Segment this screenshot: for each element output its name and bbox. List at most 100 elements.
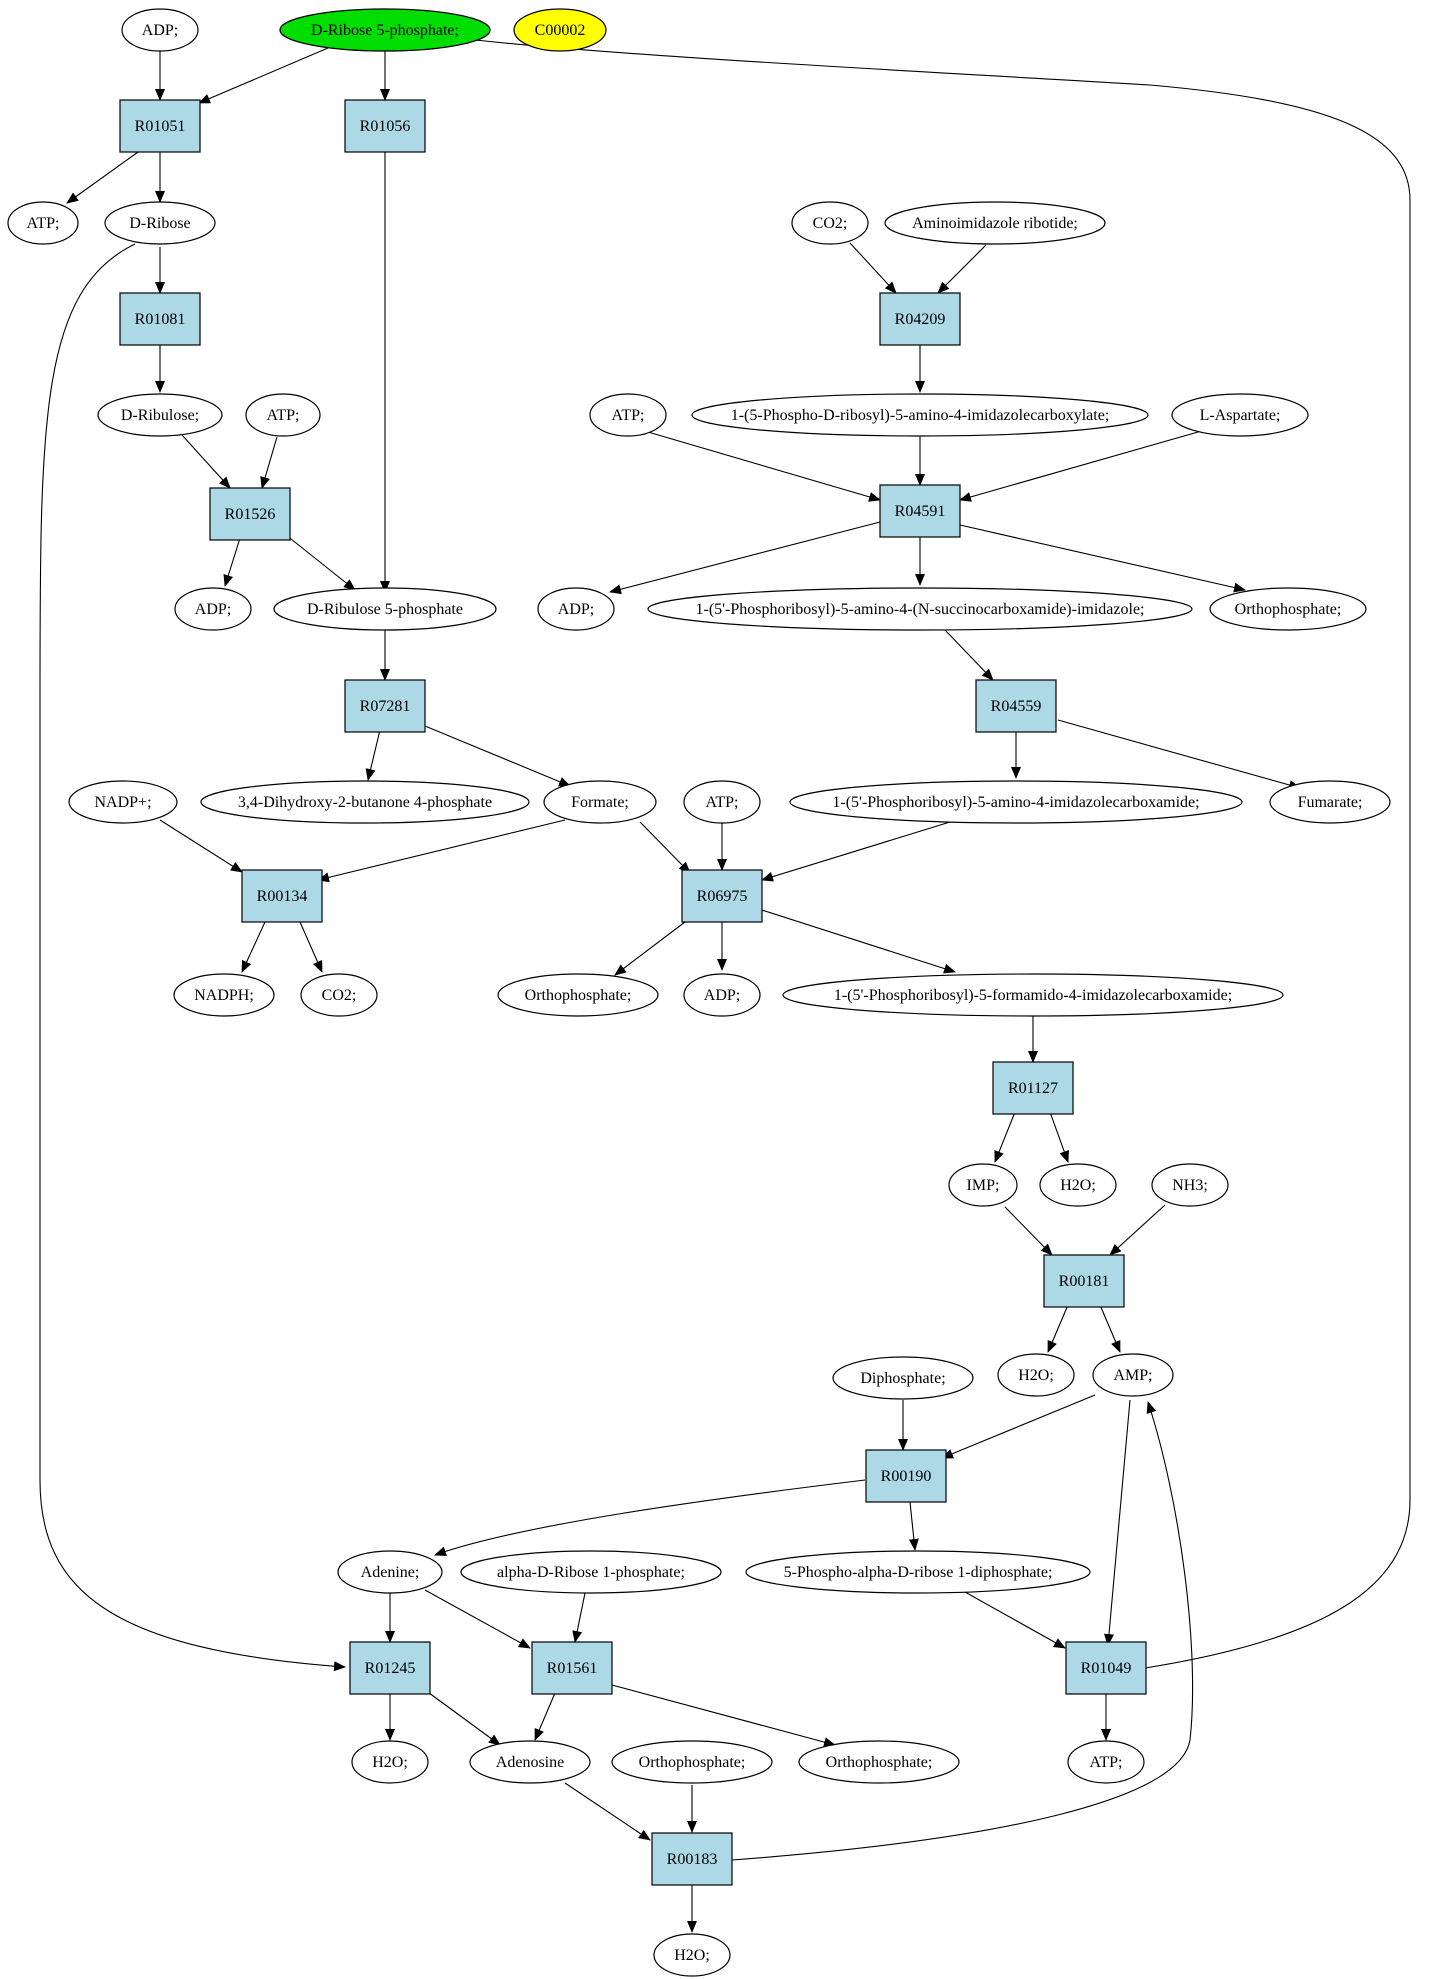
node-label: R07281 xyxy=(360,698,411,715)
node-label: AMP; xyxy=(1113,1367,1152,1384)
node-label: H2O; xyxy=(1060,1177,1096,1194)
node-label: R00181 xyxy=(1059,1273,1110,1290)
edge-air-r04209 xyxy=(937,244,987,294)
node-label: 1-(5'-Phosphoribosyl)-5-amino-4-imidazol… xyxy=(832,794,1199,811)
node-label: H2O; xyxy=(674,1947,710,1964)
edge-dribose-r01245 xyxy=(39,243,346,1672)
edge-r01526-ribulose5p xyxy=(285,534,356,591)
reaction-r01127: R01127 xyxy=(992,1061,1074,1115)
edge-r04559-fumarate xyxy=(1057,719,1301,790)
edge-co2-r04209 xyxy=(849,242,897,294)
node-adp-4: ADP; xyxy=(683,973,761,1017)
reaction-r00134: R00134 xyxy=(241,869,323,923)
node-adp-top: ADP; xyxy=(121,8,199,52)
node-atp-3: ATP; xyxy=(589,393,667,437)
node-h2o-2: H2O; xyxy=(997,1353,1075,1397)
node-label: ADP; xyxy=(142,22,178,39)
node-label: Adenosine xyxy=(496,1754,564,1771)
node-nh3: NH3; xyxy=(1151,1163,1229,1207)
reaction-r07281: R07281 xyxy=(344,679,426,733)
node-label: 1-(5'-Phosphoribosyl)-5-formamido-4-imid… xyxy=(834,987,1232,1004)
node-label: ATP; xyxy=(27,215,60,232)
reaction-r00183: R00183 xyxy=(651,1832,733,1886)
edge-aspartate-r04591 xyxy=(959,429,1206,502)
node-label: Aminoimidazole ribotide; xyxy=(912,215,1078,232)
edge-prpp-r01049 xyxy=(964,1591,1066,1649)
node-label: L-Aspartate; xyxy=(1200,407,1281,424)
node-orthophosphate-3: Orthophosphate; xyxy=(611,1740,773,1784)
reaction-r01526: R01526 xyxy=(209,487,291,541)
edge-r00181-amp xyxy=(1099,1304,1121,1353)
reaction-r01081: R01081 xyxy=(119,292,201,346)
node-label: ATP; xyxy=(706,794,739,811)
edge-aicar-r06975 xyxy=(761,821,951,882)
edge-dribulose-r01526 xyxy=(181,434,231,489)
node-label: R04591 xyxy=(895,503,946,520)
node-fumarate: Fumarate; xyxy=(1269,780,1391,824)
node-label: H2O; xyxy=(372,1754,408,1771)
node-adp-3: ADP; xyxy=(537,587,615,631)
node-label: H2O; xyxy=(1018,1367,1054,1384)
node-label: ATP; xyxy=(267,407,300,424)
node-label: alpha-D-Ribose 1-phosphate; xyxy=(497,1564,685,1581)
node-label: Formate; xyxy=(571,794,629,811)
node-label: Orthophosphate; xyxy=(826,1754,933,1771)
node-label: NADPH; xyxy=(194,987,254,1004)
edge-r04591-orthophosphate1 xyxy=(959,524,1246,593)
reaction-r00181: R00181 xyxy=(1043,1254,1125,1308)
edge-amp-r00190 xyxy=(941,1394,1096,1459)
node-diphosphate: Diphosphate; xyxy=(832,1356,974,1400)
edge-r01127-h2o1 xyxy=(1049,1111,1069,1163)
node-label: 1-(5'-Phosphoribosyl)-5-amino-4-(N-succi… xyxy=(696,601,1145,618)
node-formate: Formate; xyxy=(543,780,657,824)
node-h2o-1: H2O; xyxy=(1039,1163,1117,1207)
edge-adenine-r01561 xyxy=(424,1589,531,1649)
node-atp-2: ATP; xyxy=(245,393,321,437)
node-orthophosphate-1: Orthophosphate; xyxy=(1209,587,1367,631)
node-label: R00190 xyxy=(881,1468,932,1485)
node-label: 1-(5-Phospho-D-ribosyl)-5-amino-4-imidaz… xyxy=(731,407,1110,424)
reaction-r00190: R00190 xyxy=(865,1449,947,1503)
edge-atp2-r01526 xyxy=(260,436,278,489)
node-d-ribulose: D-Ribulose; xyxy=(97,393,223,437)
node-label: 3,4-Dihydroxy-2-butanone 4-phosphate xyxy=(238,794,492,811)
node-imp: IMP; xyxy=(948,1163,1018,1207)
node-label: R04559 xyxy=(991,698,1042,715)
node-orthophosphate-2: Orthophosphate; xyxy=(497,973,659,1017)
node-label: D-Ribose xyxy=(129,215,190,232)
edge-r01245-adenosine xyxy=(424,1689,501,1746)
node-alpha-d-ribose-1-phosphate: alpha-D-Ribose 1-phosphate; xyxy=(460,1550,722,1594)
node-label: ADP; xyxy=(195,601,231,618)
node-label: R00134 xyxy=(257,888,308,905)
edge-nadp-r00134 xyxy=(159,819,243,873)
node-nadph: NADPH; xyxy=(173,973,275,1017)
node-h2o-4: H2O; xyxy=(653,1933,731,1977)
node-label: R06975 xyxy=(697,888,748,905)
edge-r00190-prpp xyxy=(908,1501,919,1551)
edge-r07281-formate xyxy=(424,725,571,787)
node-label: R00183 xyxy=(667,1851,718,1868)
edge-r01049-ribose5p xyxy=(457,34,1411,1669)
node-label: D-Ribose 5-phosphate; xyxy=(311,22,459,39)
node-aminoimidazole-ribotide: Aminoimidazole ribotide; xyxy=(884,201,1106,245)
edge-r06975-orthophosphate2 xyxy=(614,921,686,976)
reaction-r04559: R04559 xyxy=(975,679,1057,733)
node-label: R01245 xyxy=(365,1660,416,1677)
edge-amp-r01049 xyxy=(1104,1399,1131,1646)
edge-r00190-adenine xyxy=(434,1479,866,1557)
node-co2-2: CO2; xyxy=(791,201,869,245)
edge-r00134-co2 xyxy=(299,921,323,973)
node-dihydroxy-butanone-phosphate: 3,4-Dihydroxy-2-butanone 4-phosphate xyxy=(200,780,530,824)
node-label: ATP; xyxy=(1090,1754,1123,1771)
reaction-r04591: R04591 xyxy=(879,484,961,538)
node-saicar: 1-(5'-Phosphoribosyl)-5-amino-4-(N-succi… xyxy=(647,587,1193,631)
node-label: ADP; xyxy=(558,601,594,618)
node-label: R01049 xyxy=(1081,1660,1132,1677)
node-atp-1: ATP; xyxy=(7,201,79,245)
edge-r06975-faicar xyxy=(761,909,956,974)
edge-r07281-dihydroxy xyxy=(365,729,381,781)
node-prpp: 5-Phospho-alpha-D-ribose 1-diphosphate; xyxy=(745,1550,1091,1594)
node-amp: AMP; xyxy=(1092,1353,1174,1397)
reaction-r01245: R01245 xyxy=(349,1641,431,1695)
node-label: ADP; xyxy=(704,987,740,1004)
